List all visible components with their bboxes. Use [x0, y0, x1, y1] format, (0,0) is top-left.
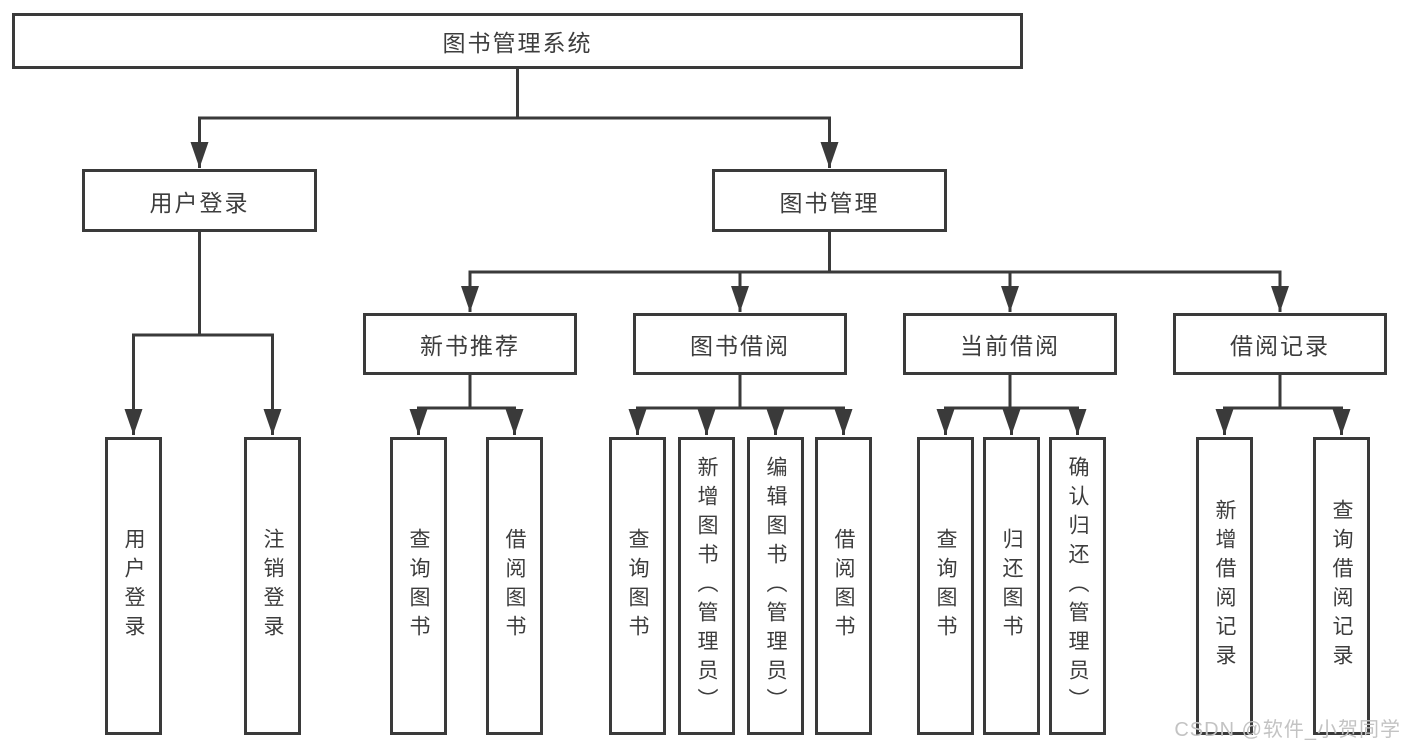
node-leaf-return-books: 归还图书: [983, 437, 1040, 735]
node-user-login: 用户登录: [82, 169, 317, 232]
arrowhead: [1332, 409, 1351, 435]
node-leaf-query-books-recommend: 查询图书: [390, 437, 447, 735]
node-leaf-query-borrow-record: 查询借阅记录: [1313, 437, 1370, 735]
csdn-watermark: CSDN @软件_小贺同学: [1174, 719, 1401, 741]
connector-book-borrow-split: [636, 406, 845, 435]
node-leaf-query-books-borrowing: 查询图书: [609, 437, 666, 735]
arrowhead: [461, 286, 479, 312]
arrowhead: [731, 286, 749, 312]
arrowhead: [936, 409, 955, 435]
node-current-borrowing: 当前借阅: [903, 313, 1117, 375]
arrowhead: [1002, 409, 1021, 435]
node-book-borrowing: 图书借阅: [633, 313, 847, 375]
arrowhead: [124, 409, 143, 435]
arrowhead: [190, 142, 209, 168]
arrowhead: [820, 142, 839, 168]
connector-new-books-split: [417, 406, 516, 435]
arrowhead: [697, 409, 716, 435]
node-leaf-user-login: 用户登录: [105, 437, 162, 735]
node-leaf-query-books-current: 查询图书: [917, 437, 974, 735]
node-leaf-logout: 注销登录: [244, 437, 301, 735]
node-leaf-add-borrow-record: 新增借阅记录: [1196, 437, 1253, 735]
arrowhead: [1068, 409, 1087, 435]
connector-level3-split: [468, 270, 1282, 312]
arrowhead: [834, 409, 853, 435]
arrowhead: [1001, 286, 1019, 312]
connector-borrow-records-split: [1223, 406, 1343, 435]
node-leaf-edit-books-admin: 编辑图书（管理员）: [747, 437, 804, 735]
node-leaf-confirm-return-admin: 确认归还（管理员）: [1049, 437, 1106, 735]
arrowhead: [1215, 409, 1234, 435]
node-leaf-borrow-books: 借阅图书: [815, 437, 872, 735]
node-book-management: 图书管理: [712, 169, 947, 232]
node-new-book-recommend: 新书推荐: [363, 313, 577, 375]
arrowhead: [263, 409, 282, 435]
arrowhead: [505, 409, 524, 435]
arrowhead: [628, 409, 647, 435]
node-leaf-add-books-admin: 新增图书（管理员）: [678, 437, 735, 735]
arrowhead: [766, 409, 785, 435]
node-leaf-borrow-books-recommend: 借阅图书: [486, 437, 543, 735]
node-borrow-records: 借阅记录: [1173, 313, 1387, 375]
node-root-system: 图书管理系统: [12, 13, 1023, 69]
connector-user-login-split: [132, 333, 274, 435]
arrowhead: [409, 409, 428, 435]
arrowhead: [1271, 286, 1289, 312]
connector-level2-split: [198, 116, 831, 168]
